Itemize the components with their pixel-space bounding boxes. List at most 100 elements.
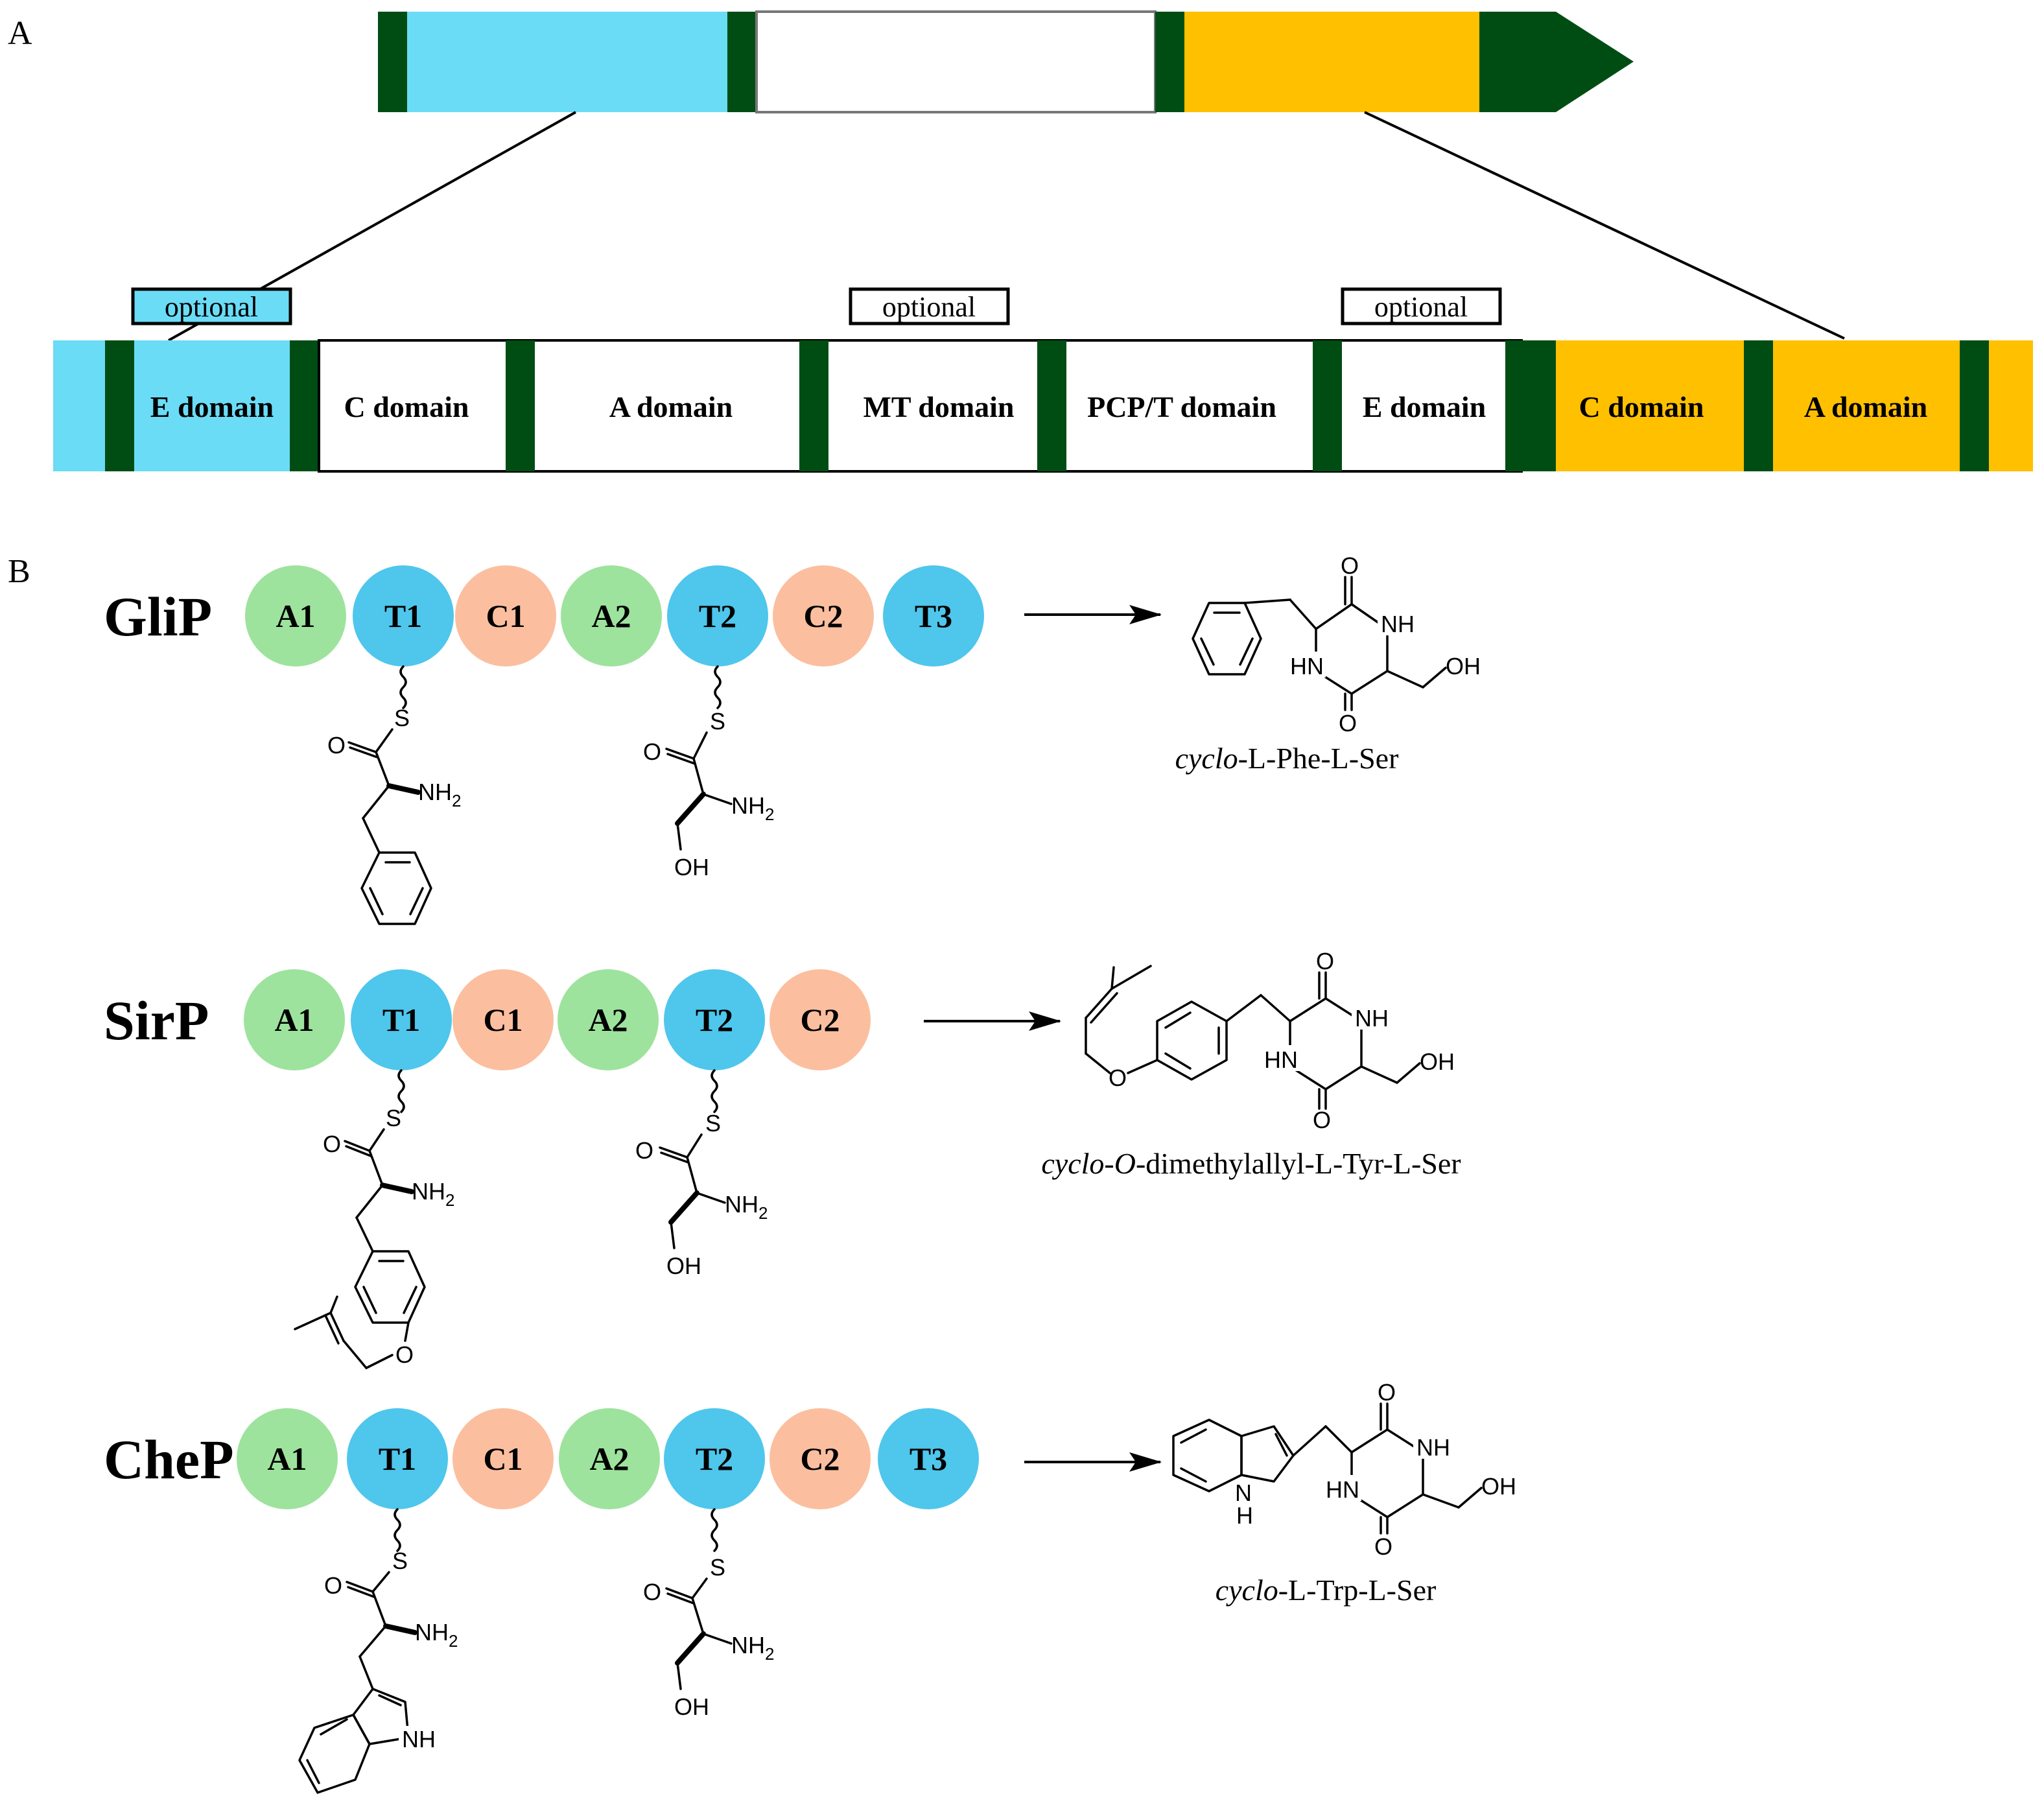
svg-text:S: S bbox=[386, 1105, 401, 1131]
optional-tag-1-label: optional bbox=[165, 291, 258, 323]
svg-text:C2: C2 bbox=[803, 598, 843, 634]
panel-b-letter: B bbox=[8, 553, 30, 590]
enzyme-name-chep: CheP bbox=[104, 1428, 234, 1491]
module-c1: C1 bbox=[455, 565, 556, 666]
module-t3: T3 bbox=[883, 565, 984, 666]
module-t3: T3 bbox=[878, 1408, 979, 1509]
optional-tag-3: optional bbox=[1341, 287, 1502, 325]
svg-text:T1: T1 bbox=[382, 1002, 420, 1038]
product-structure-glip: O O NH HN OH bbox=[1192, 552, 1481, 737]
domain-label-e-2: E domain bbox=[1363, 390, 1486, 423]
zoom-line-right bbox=[1364, 111, 1845, 340]
svg-text:O: O bbox=[635, 1137, 653, 1164]
thioester-ser-glip: S O NH2 OH bbox=[643, 665, 774, 880]
svg-text:S: S bbox=[710, 1554, 725, 1581]
gene-segment-dark-2 bbox=[727, 12, 757, 112]
svg-text:O: O bbox=[1341, 552, 1359, 579]
product-name-glip: cyclo-L-Phe-L-Ser bbox=[1175, 742, 1399, 775]
svg-text:O: O bbox=[1316, 948, 1334, 974]
svg-text:A2: A2 bbox=[589, 1441, 629, 1477]
domain-label-a-1: A domain bbox=[609, 390, 733, 423]
gene-segment-white bbox=[755, 10, 1157, 113]
svg-text:NH: NH bbox=[402, 1726, 436, 1752]
thioester-ser-sirp: S O NH2 OH bbox=[635, 1069, 768, 1279]
svg-text:T1: T1 bbox=[379, 1441, 416, 1477]
module-t1: T1 bbox=[353, 565, 454, 666]
module-row-sirp: A1 T1 C1 A2 T2 C2 bbox=[244, 969, 871, 1070]
svg-text:OH: OH bbox=[674, 854, 709, 880]
svg-text:S: S bbox=[705, 1110, 721, 1137]
svg-text:O: O bbox=[1313, 1107, 1331, 1133]
thioester-trp-chep: S O NH2 NH bbox=[298, 1508, 458, 1794]
svg-text:O: O bbox=[323, 1131, 341, 1157]
module-t2: T2 bbox=[664, 1408, 765, 1509]
svg-text:NH2: NH2 bbox=[415, 1619, 458, 1651]
svg-text:N: N bbox=[1235, 1480, 1252, 1506]
module-a1: A1 bbox=[244, 969, 345, 1070]
enzyme-name-glip: GliP bbox=[104, 585, 212, 648]
svg-text:O: O bbox=[1378, 1379, 1396, 1406]
domain-label-c-2: C domain bbox=[1579, 390, 1704, 423]
svg-text:O: O bbox=[324, 1572, 342, 1599]
thioester-phe-glip: S O NH2 bbox=[327, 665, 461, 925]
svg-text:A2: A2 bbox=[588, 1002, 628, 1038]
gene-arrowhead bbox=[1479, 12, 1634, 112]
optional-tag-3-label: optional bbox=[1374, 291, 1468, 323]
svg-text:C2: C2 bbox=[800, 1441, 840, 1477]
product-name-sirp: cyclo-O-dimethylallyl-L-Tyr-L-Ser bbox=[1041, 1147, 1461, 1180]
optional-tag-2-label: optional bbox=[882, 291, 976, 323]
svg-text:O: O bbox=[327, 732, 346, 759]
gene-segment-dark-1 bbox=[378, 12, 407, 112]
svg-text:NH2: NH2 bbox=[418, 779, 461, 810]
module-t2: T2 bbox=[667, 565, 768, 666]
svg-text:OH: OH bbox=[1446, 653, 1481, 679]
module-c2: C2 bbox=[773, 565, 874, 666]
svg-text:O: O bbox=[395, 1341, 414, 1368]
svg-text:O: O bbox=[1374, 1533, 1392, 1560]
panel-a-letter: A bbox=[8, 15, 32, 52]
domain-label-c-1: C domain bbox=[344, 390, 469, 423]
gene-segment-gold bbox=[1184, 12, 1479, 112]
domain-e-1 bbox=[134, 340, 290, 471]
svg-text:S: S bbox=[392, 1548, 408, 1574]
svg-text:HN: HN bbox=[1290, 653, 1324, 679]
svg-text:H: H bbox=[1236, 1502, 1253, 1529]
module-c1: C1 bbox=[452, 969, 554, 1070]
svg-text:OH: OH bbox=[1420, 1048, 1455, 1075]
svg-text:NH: NH bbox=[1416, 1434, 1450, 1461]
optional-tag-2: optional bbox=[849, 287, 1010, 325]
svg-text:O: O bbox=[1339, 710, 1357, 737]
domain-bar: E domain C domain A domain MT domain PCP… bbox=[53, 339, 2033, 473]
optional-tag-1: optional bbox=[131, 287, 292, 325]
svg-text:OH: OH bbox=[1481, 1473, 1516, 1500]
domain-label-e-1: E domain bbox=[150, 390, 274, 423]
product-structure-chep: N H O O NH HN OH bbox=[1172, 1379, 1516, 1560]
svg-text:A2: A2 bbox=[591, 598, 631, 634]
svg-text:A1: A1 bbox=[274, 1002, 314, 1038]
thioester-ser-chep: S O NH2 OH bbox=[643, 1508, 774, 1720]
svg-text:O: O bbox=[1109, 1065, 1127, 1091]
svg-text:S: S bbox=[710, 708, 725, 735]
module-c2: C2 bbox=[769, 1408, 871, 1509]
svg-text:A1: A1 bbox=[276, 598, 315, 634]
svg-text:NH: NH bbox=[1355, 1005, 1389, 1032]
svg-text:C1: C1 bbox=[483, 1002, 523, 1038]
gene-arrow bbox=[378, 10, 1634, 113]
module-row-glip: A1 T1 C1 A2 T2 C2 T3 bbox=[245, 565, 984, 666]
domain-c-2 bbox=[1556, 340, 1744, 471]
module-row-chep: A1 T1 C1 A2 T2 C2 T3 bbox=[237, 1408, 979, 1509]
module-c2: C2 bbox=[769, 969, 871, 1070]
product-structure-sirp: O O O NH HN OH bbox=[1085, 948, 1455, 1133]
svg-text:NH2: NH2 bbox=[412, 1178, 454, 1210]
module-a2: A2 bbox=[561, 565, 662, 666]
svg-text:C1: C1 bbox=[486, 598, 525, 634]
svg-text:NH: NH bbox=[1381, 611, 1415, 637]
svg-text:C1: C1 bbox=[483, 1441, 523, 1477]
gene-segment-cyan bbox=[407, 12, 727, 112]
svg-text:A1: A1 bbox=[267, 1441, 307, 1477]
svg-text:NH2: NH2 bbox=[725, 1191, 768, 1223]
svg-text:T1: T1 bbox=[384, 598, 422, 634]
module-a2: A2 bbox=[558, 969, 659, 1070]
thioester-tyr-sirp: S O NH2 O bbox=[294, 1069, 454, 1369]
domain-label-mt: MT domain bbox=[863, 390, 1014, 423]
